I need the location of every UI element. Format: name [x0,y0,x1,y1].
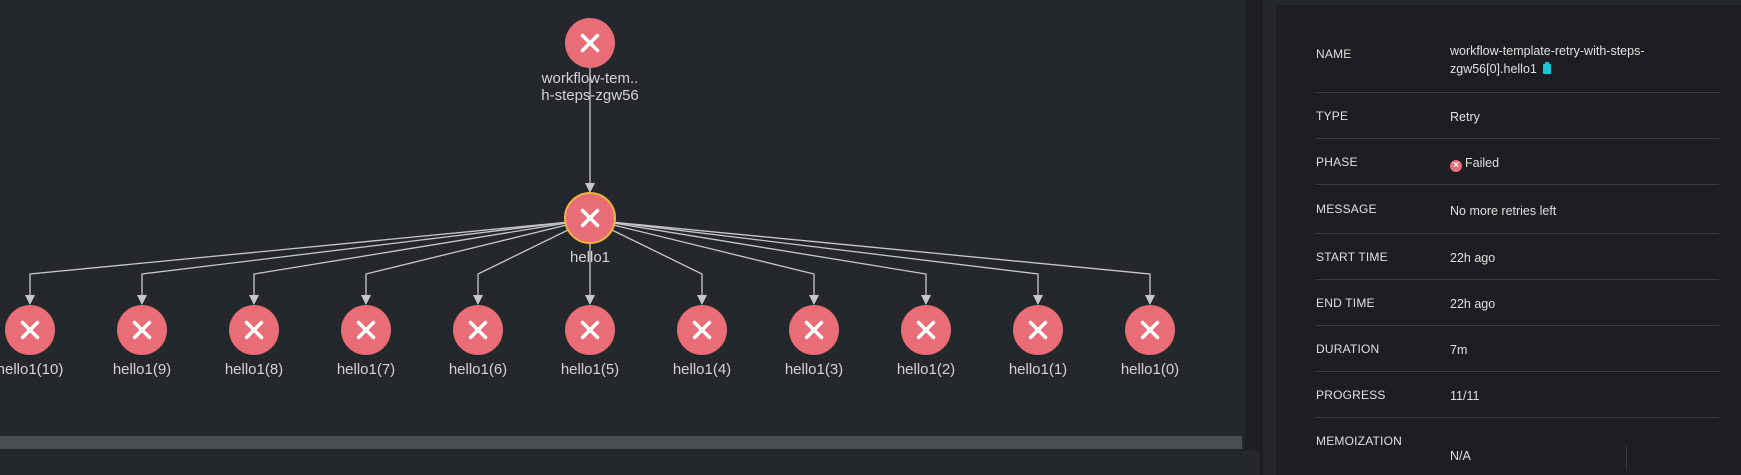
edge-retry-to-child [137,221,570,305]
retry-node-hello1[interactable] [564,192,616,244]
edge-retry-to-child [595,221,707,305]
vertical-scrollbar[interactable] [1245,0,1260,450]
close-icon [468,320,488,340]
close-icon [692,320,712,340]
detail-key: PHASE [1316,155,1358,169]
close-icon [1028,320,1048,340]
child-node[interactable] [117,305,167,355]
start-time-value: 22h ago [1450,251,1496,265]
end-time-value: 22h ago [1450,297,1496,311]
child-node[interactable] [901,305,951,355]
child-node-label: hello1(7) [336,361,396,378]
child-node[interactable] [565,305,615,355]
child-node-label: hello1(8) [224,361,284,378]
edge-retry-to-child [249,221,574,305]
edge-retry-to-child [25,221,570,305]
detail-row-message: MESSAGE No more retries left [1316,185,1719,234]
child-node[interactable] [341,305,391,355]
close-icon [804,320,824,340]
detail-row-phase: PHASE ×Failed [1316,139,1719,185]
clipboard-icon[interactable] [1542,62,1551,74]
child-node-label: hello1(9) [112,361,172,378]
detail-row-progress: PROGRESS 11/11 [1316,372,1719,418]
graph-bottom-area [0,449,1260,475]
child-node-label: hello1(5) [560,361,620,378]
detail-row-type: TYPE Retry [1316,93,1719,139]
node-type-value: Retry [1450,110,1480,124]
detail-key: END TIME [1316,296,1375,310]
child-node[interactable] [789,305,839,355]
root-node-label-line1: workflow-tem.. [541,70,639,87]
detail-key: TYPE [1316,109,1349,123]
close-icon [580,208,600,228]
child-node[interactable] [1013,305,1063,355]
memoization-divider [1626,446,1627,470]
detail-key: START TIME [1316,250,1388,264]
phase-text: Failed [1465,156,1500,170]
node-name-line1: workflow-template-retry-with-steps- [1450,44,1645,58]
graph-canvas [5,18,1175,355]
edge-retry-to-child [473,221,585,305]
node-name-line2: zgw56[0].hello1 [1450,62,1537,76]
node-message-value: No more retries left [1450,204,1557,218]
edge-retry-to-child [361,221,579,305]
close-icon [580,33,600,53]
child-node[interactable] [453,305,503,355]
close-icon [132,320,152,340]
duration-value: 7m [1450,343,1468,357]
detail-row-memoization: MEMOIZATION N/A [1316,418,1719,475]
root-workflow-node[interactable] [565,18,615,68]
memoization-value: N/A [1450,449,1471,463]
retry-node-label: hello1 [569,249,611,266]
workflow-graph[interactable]: workflow-tem..h-steps-zgw56 hello1 hello1(… [0,0,1245,450]
detail-key: DURATION [1316,342,1380,356]
close-icon [916,320,936,340]
child-node-label: hello1(10) [0,361,64,378]
detail-key: MESSAGE [1316,202,1377,216]
progress-value: 11/11 [1450,389,1480,403]
close-icon [356,320,376,340]
detail-key: NAME [1316,47,1352,61]
node-name-value: workflow-template-retry-with-steps- zgw5… [1450,42,1680,78]
child-node-label: hello1(2) [896,361,956,378]
close-icon [580,320,600,340]
node-phase-value: ×Failed [1450,154,1680,172]
detail-key: PROGRESS [1316,388,1386,402]
edge-retry-to-child [606,221,931,305]
edge-retry-to-child [601,221,819,305]
detail-row-duration: DURATION 7m [1316,326,1719,372]
detail-row-start-time: START TIME 22h ago [1316,234,1719,280]
child-node[interactable] [229,305,279,355]
horizontal-scrollbar[interactable] [0,436,1242,449]
child-node-label: hello1(1) [1008,361,1068,378]
detail-row-name: NAME workflow-template-retry-with-steps-… [1316,5,1719,93]
panel-resize-handle[interactable] [1260,0,1263,475]
detail-key: MEMOIZATION [1316,434,1402,448]
child-node-label: hello1(3) [784,361,844,378]
detail-row-end-time: END TIME 22h ago [1316,280,1719,326]
child-node[interactable] [5,305,55,355]
root-node-label-line2: h-steps-zgw56 [541,87,639,104]
edge-retry-to-child [610,221,1155,305]
node-details-panel: NAME workflow-template-retry-with-steps-… [1276,5,1741,475]
child-node[interactable] [1125,305,1175,355]
close-icon [244,320,264,340]
child-node-label: hello1(0) [1120,361,1180,378]
edge-retry-to-child [610,221,1043,305]
close-icon [20,320,40,340]
failed-icon: × [1450,160,1462,172]
child-node-label: hello1(4) [672,361,732,378]
child-node-label: hello1(6) [448,361,508,378]
panel-gap [1260,0,1276,475]
child-node[interactable] [677,305,727,355]
close-icon [1140,320,1160,340]
